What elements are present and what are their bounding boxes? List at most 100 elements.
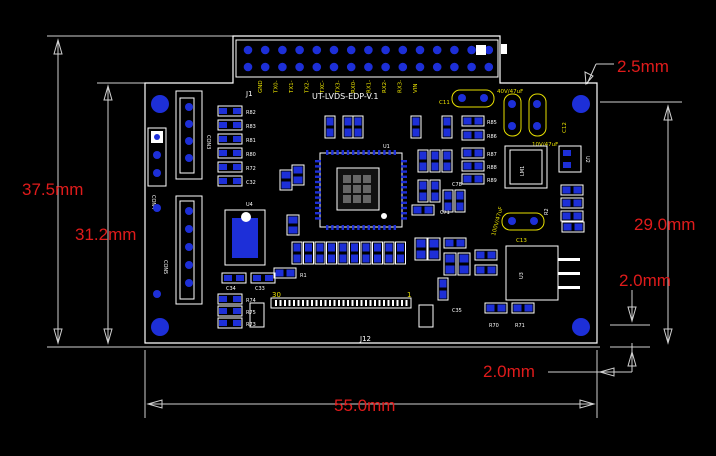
header-signal-label: RX3- <box>398 80 404 93</box>
label-j12: J12 <box>359 335 371 343</box>
label-r89: R89 <box>487 178 497 184</box>
header-pin <box>484 45 494 55</box>
header-pin <box>346 45 356 55</box>
header-pin <box>346 62 356 72</box>
j12-connector: 30 1 J12 <box>249 291 434 343</box>
cap-note-10v: 10V/47uF <box>532 142 558 148</box>
header-pin <box>432 45 442 55</box>
label-con4: CON4 <box>150 195 156 209</box>
board-outline <box>144 35 598 344</box>
header-pin <box>243 62 253 72</box>
cap-note-100v: 100V/47uF <box>491 206 504 236</box>
label-u3: U3 <box>519 272 525 279</box>
label-r87: R87 <box>487 152 497 158</box>
con4-connector: CON4 <box>147 127 167 209</box>
label-j1: J1 <box>245 90 253 98</box>
label-c13: C13 <box>516 238 527 244</box>
label-j12-pin1: 1 <box>407 291 411 299</box>
label-r1: R1 <box>300 273 307 279</box>
header-pin <box>295 62 304 72</box>
label-u1: U1 <box>383 144 390 150</box>
header-signal-label: TX2- <box>305 80 311 94</box>
dim-top-offset: 2.5mm <box>617 57 669 76</box>
header-pin <box>312 62 322 72</box>
label-u2: U2 <box>584 156 590 163</box>
header-signal-label: RX2- <box>382 80 388 93</box>
header-pin <box>260 62 270 72</box>
label-c12: C12 <box>562 122 568 133</box>
u1-chip: U1 <box>315 144 407 230</box>
label-r72: R72 <box>246 166 256 172</box>
header-signal-label: RX0- <box>351 80 357 93</box>
dim-total-height: 37.5mm <box>22 180 83 199</box>
u2-chip: U2 <box>558 145 590 173</box>
header-pin <box>450 62 459 72</box>
header-pin <box>364 62 373 72</box>
label-c11: C11 <box>439 100 450 106</box>
label-r2: R2 <box>544 208 550 215</box>
label-j12-pin30: 30 <box>272 291 281 299</box>
dim-right-pitch: 2.0mm <box>619 271 671 290</box>
header-signal-label: TX3- <box>336 80 342 94</box>
label-c34: C34 <box>226 286 236 292</box>
header-pin <box>295 45 304 55</box>
header-pin <box>278 62 287 72</box>
label-r74: R74 <box>246 298 256 304</box>
label-r82: R82 <box>246 110 256 116</box>
con3-connector: CON3 <box>175 90 211 180</box>
top-header <box>235 39 507 78</box>
header-pin <box>260 45 270 55</box>
label-c33: C33 <box>255 286 265 292</box>
header-pin <box>398 62 408 72</box>
header-signal-label: RX1- <box>367 80 373 93</box>
label-lm1: LM1 <box>520 166 526 176</box>
mounting-holes <box>151 95 590 336</box>
label-r86: R86 <box>487 134 497 140</box>
label-r73: R73 <box>246 322 256 328</box>
header-pin <box>432 62 442 72</box>
label-r80: R80 <box>246 152 256 158</box>
header-signal-label: GND <box>258 80 264 93</box>
dim-board-height: 31.2mm <box>75 225 136 244</box>
header-pin <box>381 62 390 72</box>
capacitors-electrolytic: C11 40V/47uF C12 10V/47uF C13 100V/47uF <box>439 89 568 244</box>
header-signal-label: TX1- <box>289 80 295 94</box>
header-pin <box>484 62 494 72</box>
dimension-lines <box>47 35 682 418</box>
header-pin <box>467 45 476 55</box>
label-r70: R70 <box>489 323 499 329</box>
label-c78: C78 <box>452 182 462 188</box>
cap-note-40v: 40V/47uF <box>497 89 523 95</box>
dim-right-height: 29.0mm <box>634 215 695 234</box>
header-pin <box>415 62 425 72</box>
lm1-inductor: LM1 <box>504 145 548 189</box>
header-pin <box>450 45 459 55</box>
header-pin <box>278 45 287 55</box>
header-pin <box>398 45 408 55</box>
label-c71: C71 <box>440 210 450 216</box>
label-r83: R83 <box>246 124 256 130</box>
header-pin <box>381 45 390 55</box>
header-pin <box>243 45 253 55</box>
dim-bottom-offset: 2.0mm <box>483 362 535 381</box>
label-u4: U4 <box>246 202 253 208</box>
u4-chip: U4 <box>224 202 266 266</box>
label-con3: CON3 <box>205 135 211 149</box>
label-con5: CON5 <box>162 260 168 274</box>
label-r88: R88 <box>487 165 497 171</box>
label-c32: C32 <box>246 180 256 186</box>
label-r71: R71 <box>515 323 525 329</box>
header-signal-label: VIN <box>413 84 419 94</box>
header-signal-label: TX0- <box>274 80 280 94</box>
u3-regulator: U3 <box>505 245 580 301</box>
label-r81: R81 <box>246 138 256 144</box>
dim-width: 55.0mm <box>334 396 395 415</box>
board-title: UT-LVDS-EDP-V.1 <box>312 92 378 101</box>
con5-connector: CON5 <box>153 195 203 305</box>
header-pin <box>467 62 476 72</box>
label-c35: C35 <box>452 308 462 314</box>
